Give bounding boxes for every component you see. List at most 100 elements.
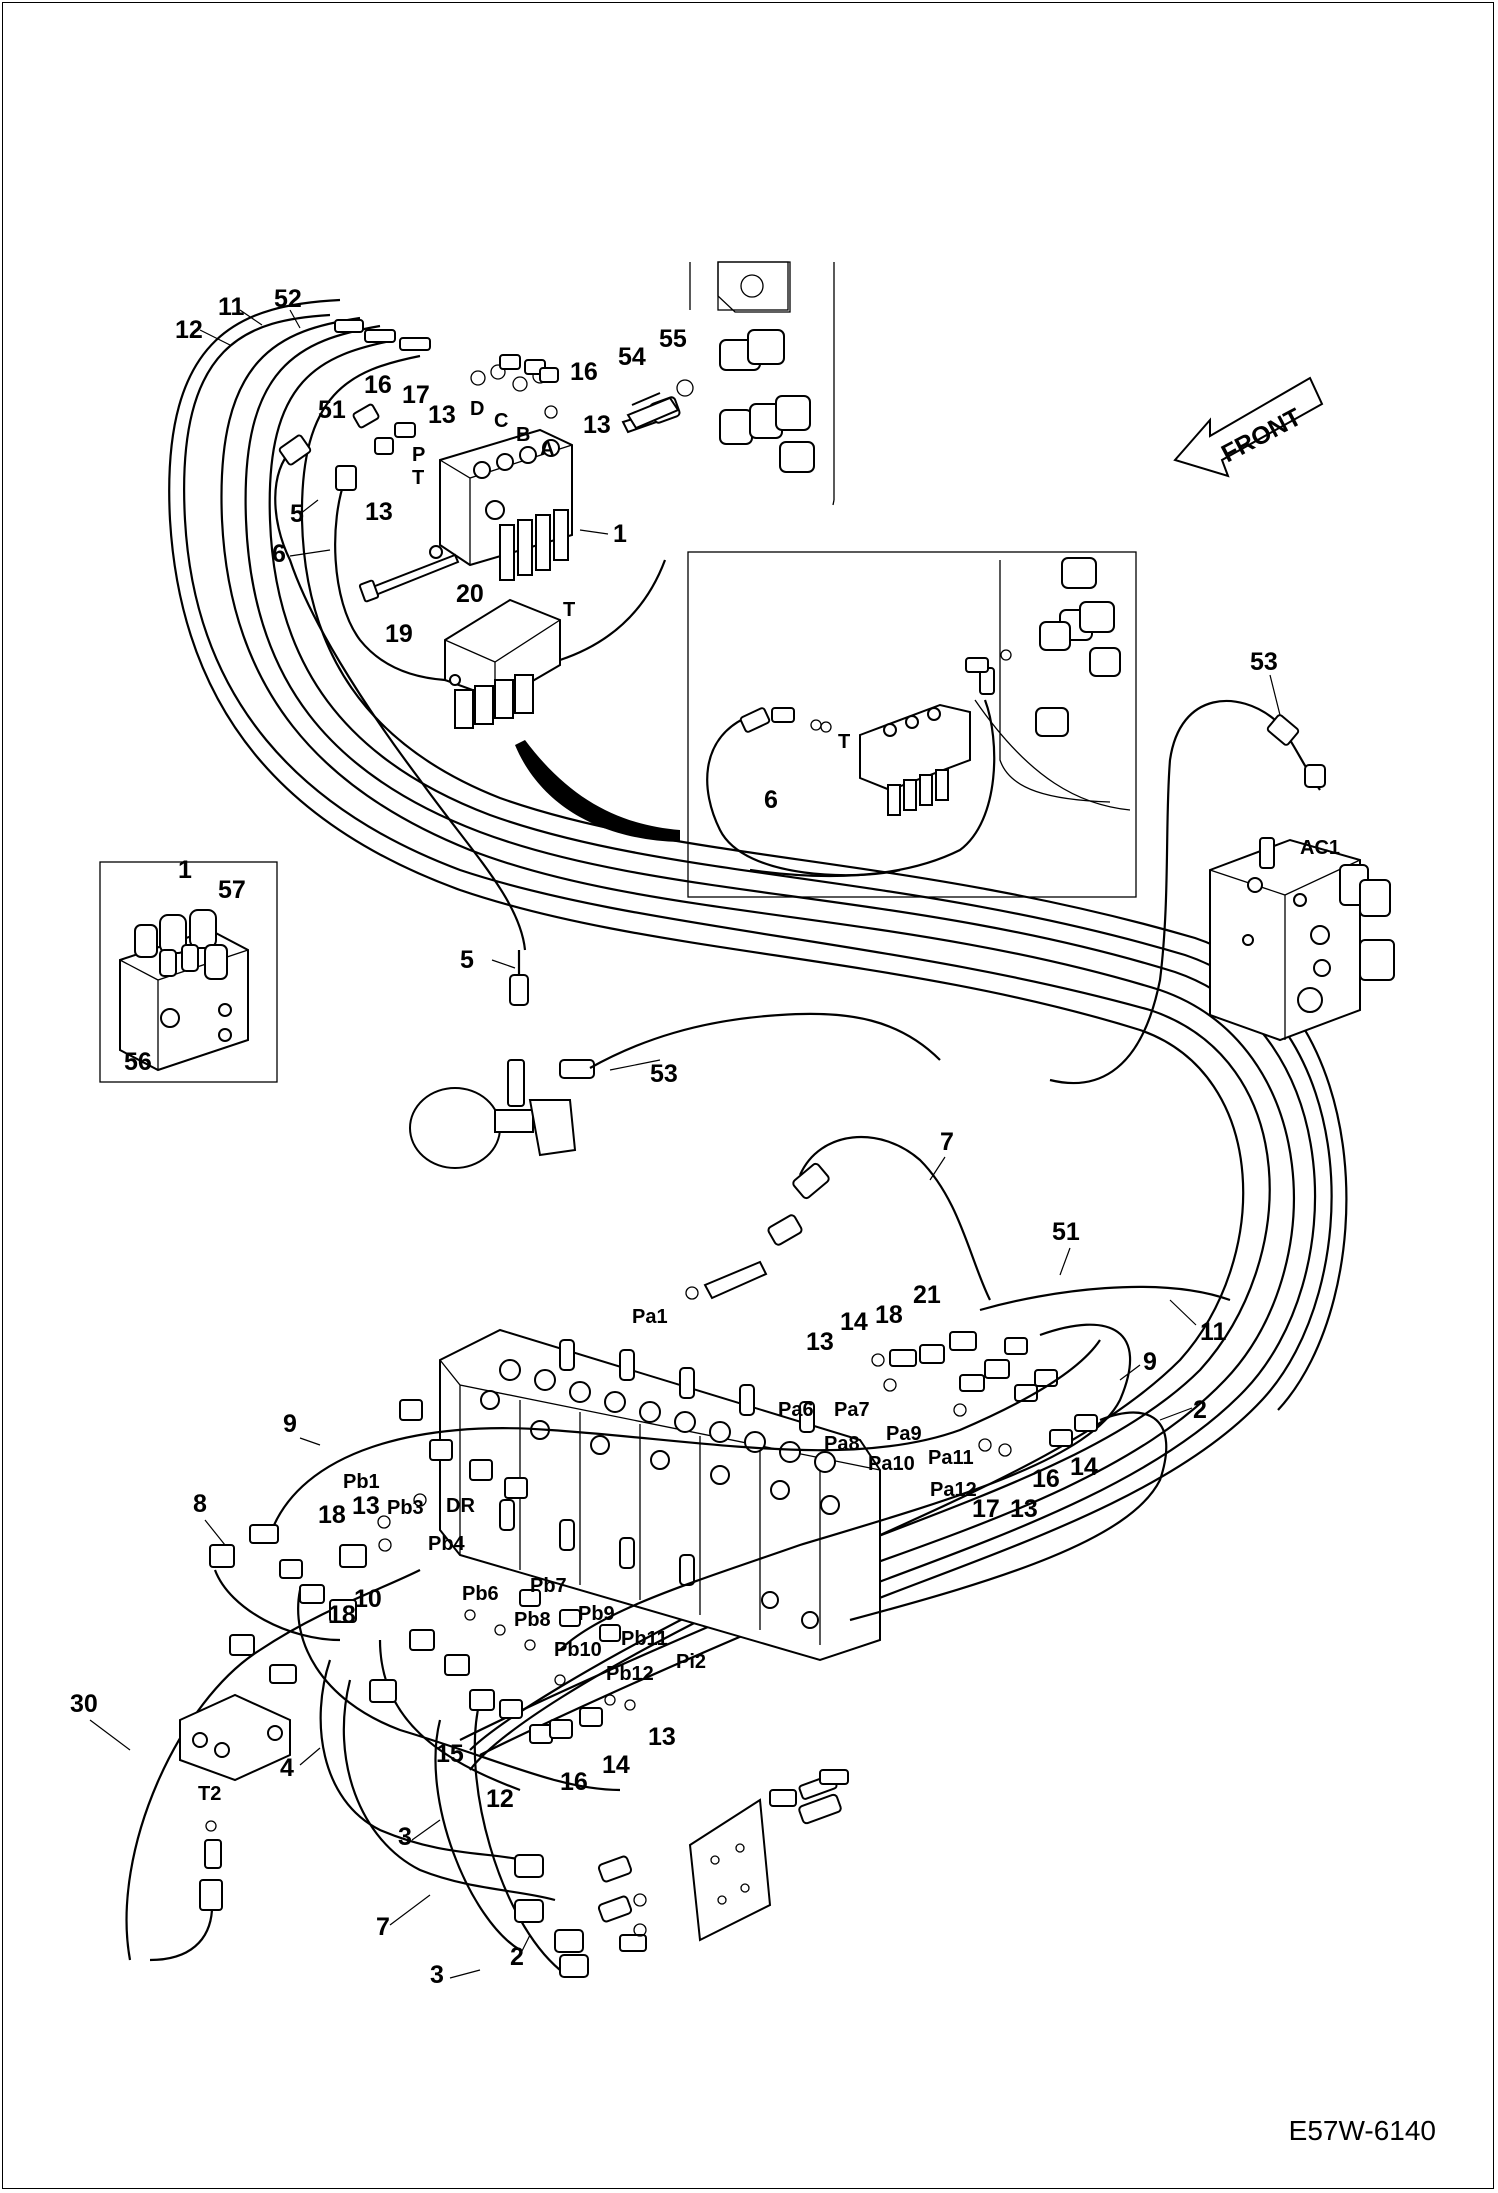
port-labels: D C B A P T T T AC1 T2 DR Pa1 Pa6 Pa7 Pa… xyxy=(198,398,1340,1805)
callout-17: 17 xyxy=(972,1495,1000,1523)
port-label-t2: T2 xyxy=(198,1783,221,1805)
callout-13: 13 xyxy=(352,1492,380,1520)
callout-6: 6 xyxy=(764,786,778,814)
hose-5-and-6-top xyxy=(274,434,667,951)
callout-53: 53 xyxy=(1250,648,1278,676)
main-control-valve xyxy=(439,1328,881,1662)
callout-17: 17 xyxy=(402,381,430,409)
callout-8: 8 xyxy=(193,1490,207,1518)
callout-55: 55 xyxy=(659,325,687,353)
callout-9: 9 xyxy=(283,1410,297,1438)
port-label-pb11: Pb11 xyxy=(621,1628,668,1650)
callout-1: 1 xyxy=(178,856,192,884)
callout-5: 5 xyxy=(460,946,474,974)
callout-16: 16 xyxy=(1032,1465,1060,1493)
accumulator xyxy=(409,950,941,1169)
callout-12: 12 xyxy=(486,1785,514,1813)
solenoid-valve-detail-box xyxy=(99,861,278,1083)
callout-13: 13 xyxy=(583,411,611,439)
port-label-pa9: Pa9 xyxy=(886,1423,922,1445)
port-label-pa1: Pa1 xyxy=(632,1306,668,1328)
callout-14: 14 xyxy=(602,1751,630,1779)
port-label-t-detail: T xyxy=(838,731,850,753)
port-label-c: C xyxy=(494,410,508,432)
port-label-pb9: Pb9 xyxy=(578,1603,615,1625)
callout-20: 20 xyxy=(456,580,484,608)
port-label-b: B xyxy=(516,424,530,446)
port-label-pa10: Pa10 xyxy=(868,1453,915,1475)
port-label-pb8: Pb8 xyxy=(514,1609,551,1631)
callout-57: 57 xyxy=(218,876,246,904)
callout-11: 11 xyxy=(218,293,245,321)
callout-51: 51 xyxy=(1052,1218,1080,1246)
callout-14: 14 xyxy=(840,1308,868,1336)
callout-16: 16 xyxy=(364,371,392,399)
port-label-pb4: Pb4 xyxy=(428,1533,466,1555)
port-label-pa8: Pa8 xyxy=(824,1433,860,1455)
callout-18: 18 xyxy=(328,1601,356,1629)
port-label-t: T xyxy=(412,467,424,489)
callout-3: 3 xyxy=(430,1961,444,1989)
callout-7: 7 xyxy=(940,1128,954,1156)
valve-right-fittings xyxy=(871,1331,1098,1457)
fitting-stack-top xyxy=(719,329,815,473)
port-label-ac1: AC1 xyxy=(1300,837,1340,859)
callout-1: 1 xyxy=(613,520,627,548)
callout-2: 2 xyxy=(1193,1396,1207,1424)
callout-10: 10 xyxy=(354,1585,382,1613)
callout-16: 16 xyxy=(570,358,598,386)
port-label-pa12: Pa12 xyxy=(930,1479,977,1501)
callout-3: 3 xyxy=(398,1823,412,1851)
figure-code: E57W-6140 xyxy=(1288,2115,1436,2146)
detail-view-box xyxy=(687,551,1137,898)
callout-12: 12 xyxy=(175,316,203,344)
callout-52: 52 xyxy=(274,285,302,313)
leader-lines xyxy=(89,309,1281,1979)
port-label-pa11: Pa11 xyxy=(928,1447,974,1469)
port-label-a: A xyxy=(540,438,554,460)
pilot-solenoid-valve-top xyxy=(439,428,573,581)
port-label-pb12: Pb12 xyxy=(606,1663,654,1685)
port-label-pi2: Pi2 xyxy=(676,1651,706,1673)
port-label-pb1: Pb1 xyxy=(343,1471,380,1493)
callout-21: 21 xyxy=(913,1281,941,1309)
callout-labels: 12 11 52 16 51 17 13 13 5 6 20 19 1 54 5… xyxy=(70,285,1278,1989)
callout-4: 4 xyxy=(280,1754,294,1782)
callout-18: 18 xyxy=(318,1501,346,1529)
bolt-19-washer-20 xyxy=(358,545,460,603)
callout-15: 15 xyxy=(436,1740,464,1768)
fitting-pa1 xyxy=(685,1162,830,1300)
port-label-pb6: Pb6 xyxy=(462,1583,499,1605)
callout-13: 13 xyxy=(365,498,393,526)
solenoid-block-lower xyxy=(444,598,561,729)
front-direction-arrow: FRONT xyxy=(1173,376,1324,478)
callout-16: 16 xyxy=(560,1768,588,1796)
port-label-pa6: Pa6 xyxy=(778,1399,814,1421)
callout-19: 19 xyxy=(385,620,413,648)
callout-9: 9 xyxy=(1143,1348,1157,1376)
callout-18: 18 xyxy=(875,1301,903,1329)
port-label-t-lower: T xyxy=(563,599,575,621)
callout-2: 2 xyxy=(510,1943,524,1971)
callout-13: 13 xyxy=(428,401,456,429)
callout-11: 11 xyxy=(1200,1318,1227,1346)
callout-6: 6 xyxy=(272,540,286,568)
fitting-54 xyxy=(626,379,694,430)
left-pilot-fittings-cluster xyxy=(209,1399,636,1744)
callout-7: 7 xyxy=(376,1913,390,1941)
hoses-right-valve-side xyxy=(559,1285,1231,1651)
port-label-pb7: Pb7 xyxy=(530,1575,567,1597)
ac1-valve-block xyxy=(1049,700,1395,1085)
callout-14: 14 xyxy=(1070,1453,1098,1481)
port-label-pb3: Pb3 xyxy=(387,1497,424,1519)
port-label-dr: DR xyxy=(446,1495,475,1517)
callout-5: 5 xyxy=(290,500,304,528)
port-label-pb10: Pb10 xyxy=(554,1639,602,1661)
hose-7-top xyxy=(798,1136,991,1301)
t2-block xyxy=(149,1693,291,1962)
callout-54: 54 xyxy=(618,343,646,371)
bottom-hose-fittings xyxy=(514,1854,647,1978)
port-label-pa7: Pa7 xyxy=(834,1399,870,1421)
